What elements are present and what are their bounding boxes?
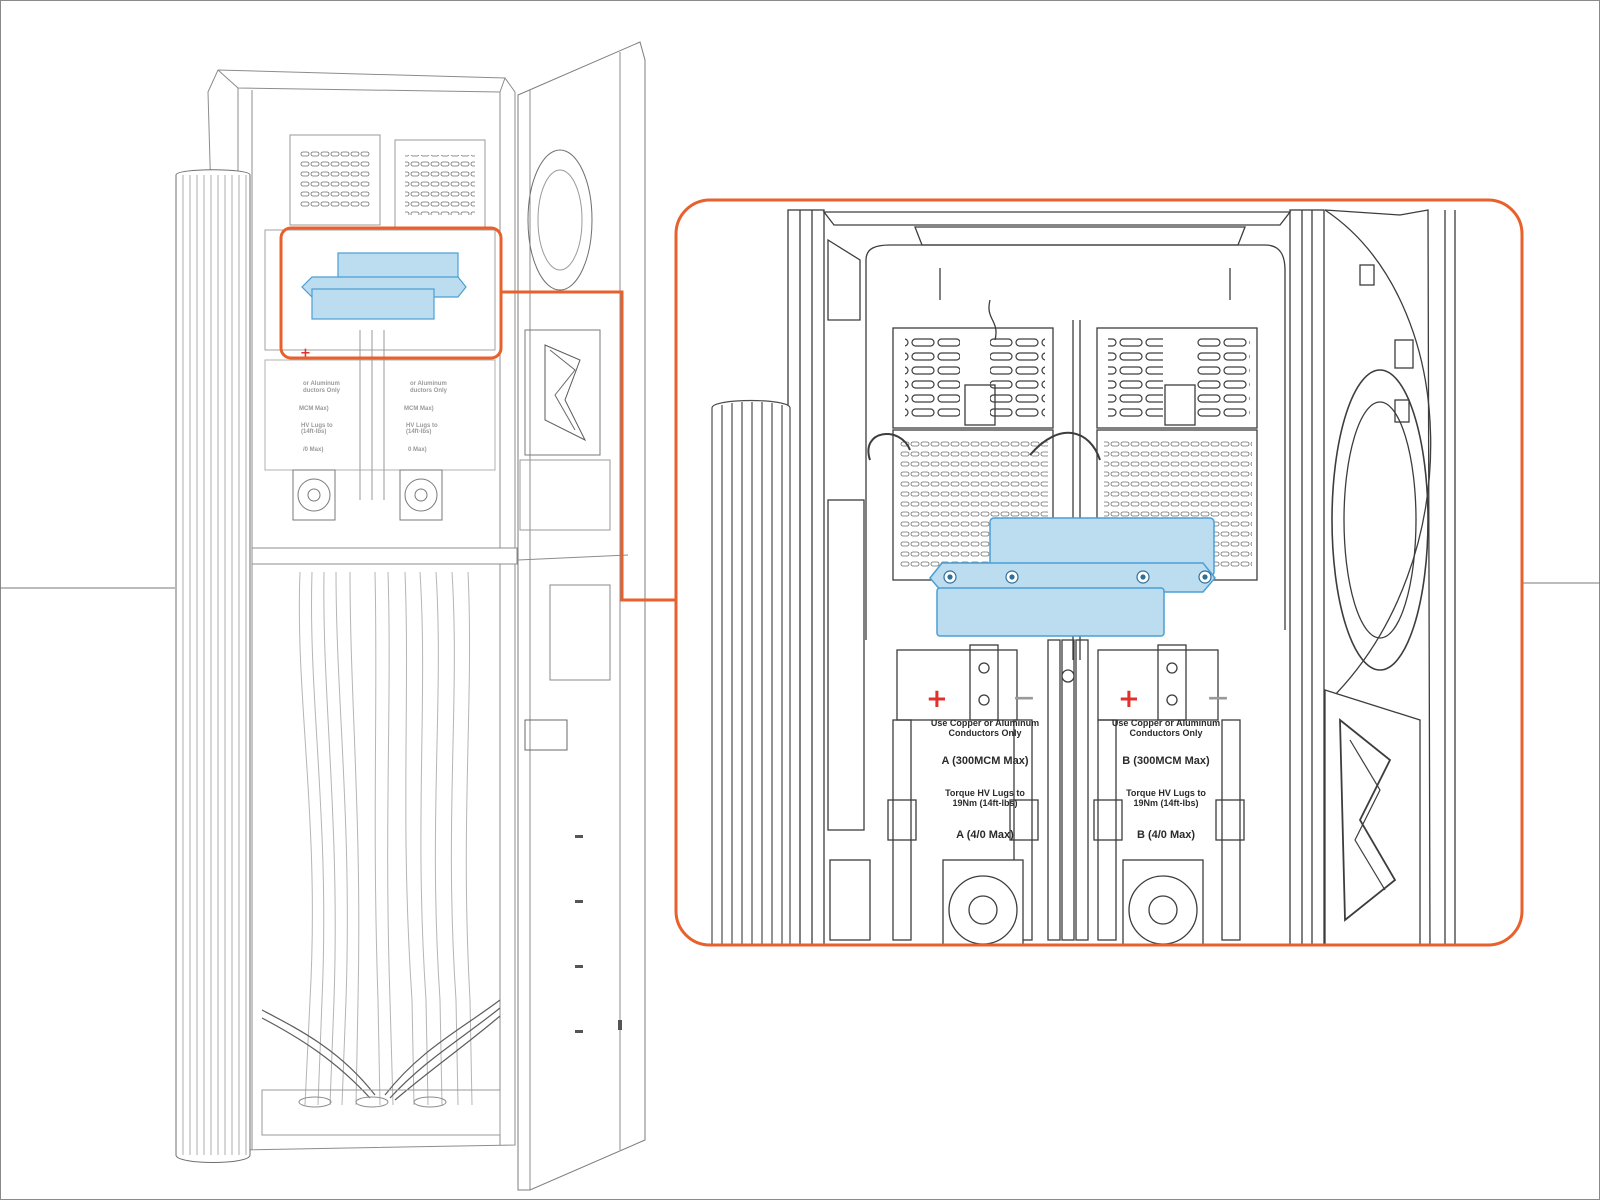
overview-busbar-covers: [301, 252, 467, 320]
overview-max-label-right: 0 Max): [408, 447, 427, 453]
zoom-callout: + — + — Use Copper or Aluminum Conductor…: [674, 198, 1524, 947]
label-b-4-0: B (4/0 Max): [1137, 829, 1195, 841]
zoom-callout-border: [674, 198, 1524, 947]
conductor-note-a-line2: Conductors Only: [948, 728, 1021, 738]
label-a-300mcm: A (300MCM Max): [942, 755, 1029, 767]
overview-cabinet: [175, 41, 646, 1191]
overview-conductor-note-line2: ductors Only: [303, 388, 341, 394]
labels-column-a: Use Copper or Aluminum Conductors Only A…: [931, 718, 1039, 841]
zoom-front-pillar: [711, 399, 791, 945]
overview-plus-sign: +: [300, 346, 311, 361]
zoom-busbar-covers: [929, 517, 1216, 637]
label-b-300mcm: B (300MCM Max): [1122, 755, 1210, 767]
plus-sign-a: +: [926, 684, 948, 714]
label-a-4-0: A (4/0 Max): [956, 829, 1014, 841]
overview-conductor-note-line1: or Aluminum: [303, 381, 340, 387]
labels-column-b: Use Copper or Aluminum Conductors Only B…: [1112, 718, 1220, 841]
overview-max-label: /0 Max): [303, 447, 323, 453]
overview-torque-note-right-line1: HV Lugs to: [406, 423, 438, 429]
overview-mcm-label: MCM Max): [299, 406, 329, 412]
conductor-note-b-line1: Use Copper or Aluminum: [1112, 718, 1220, 728]
overview-conductor-note-right-line1: or Aluminum: [410, 381, 447, 387]
torque-note-a-line2: 19Nm (14ft-lbs): [952, 798, 1017, 808]
overview-torque-note-line2: (14ft-lbs): [301, 429, 326, 435]
minus-sign-b: —: [1208, 685, 1228, 709]
overview-mcm-label-right: MCM Max): [404, 406, 434, 412]
overview-torque-note-line1: HV Lugs to: [301, 423, 333, 429]
torque-note-b-line2: 19Nm (14ft-lbs): [1133, 798, 1198, 808]
conductor-note-b-line2: Conductors Only: [1129, 728, 1202, 738]
minus-sign-a: —: [1014, 685, 1034, 709]
busbar-bolts: [943, 570, 1212, 584]
overview-labels: + or Aluminum ductors Only MCM Max) HV L…: [299, 346, 448, 453]
callout-connector-line: [501, 290, 676, 602]
torque-note-a-line1: Torque HV Lugs to: [945, 788, 1025, 798]
plus-sign-b: +: [1118, 684, 1140, 714]
lower-busbar-cover: [936, 587, 1165, 637]
overview-conductor-note-right-line2: ductors Only: [410, 388, 448, 394]
torque-note-b-line1: Torque HV Lugs to: [1126, 788, 1206, 798]
overview-torque-note-right-line2: (14ft-lbs): [406, 429, 431, 435]
conductor-note-a-line1: Use Copper or Aluminum: [931, 718, 1039, 728]
